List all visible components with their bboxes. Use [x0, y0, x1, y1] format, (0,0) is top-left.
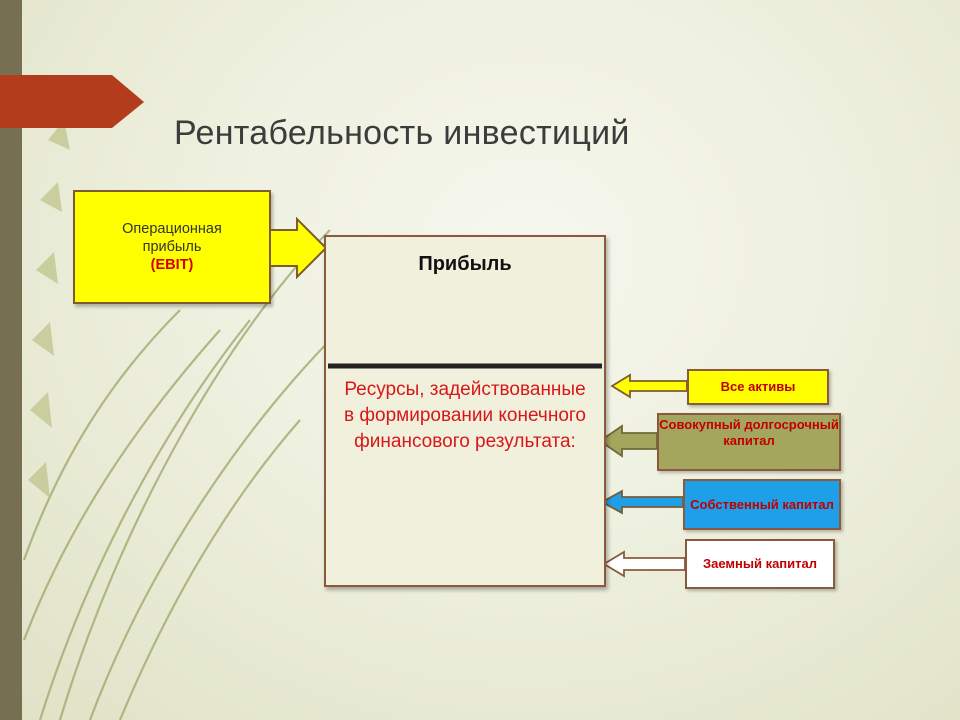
label-own-capital: Собственный капитал — [683, 479, 841, 530]
left-side-bar — [0, 0, 22, 720]
numerator-profit: Прибыль — [418, 253, 512, 275]
ebit-label: (EBIT) — [150, 257, 194, 273]
ebit-line-1: Операционная — [122, 221, 222, 237]
label-long-term-capital: Совокупный долгосрочный капитал — [657, 413, 841, 471]
fraction-box: Прибыль Ресурсы, задействованные в форми… — [324, 235, 606, 587]
label-debt-capital: Заемный капитал — [685, 539, 835, 589]
slide-title: Рентабельность инвестиций — [174, 114, 630, 152]
operating-profit-box: Операционная прибыль (EBIT) — [73, 190, 271, 304]
fraction-line — [328, 363, 602, 369]
title-banner-shape — [0, 75, 144, 128]
denominator-resources: Ресурсы, задействованные в формировании … — [344, 379, 586, 452]
label-all-assets: Все активы — [687, 369, 829, 405]
ebit-line-2: прибыль — [142, 239, 202, 255]
